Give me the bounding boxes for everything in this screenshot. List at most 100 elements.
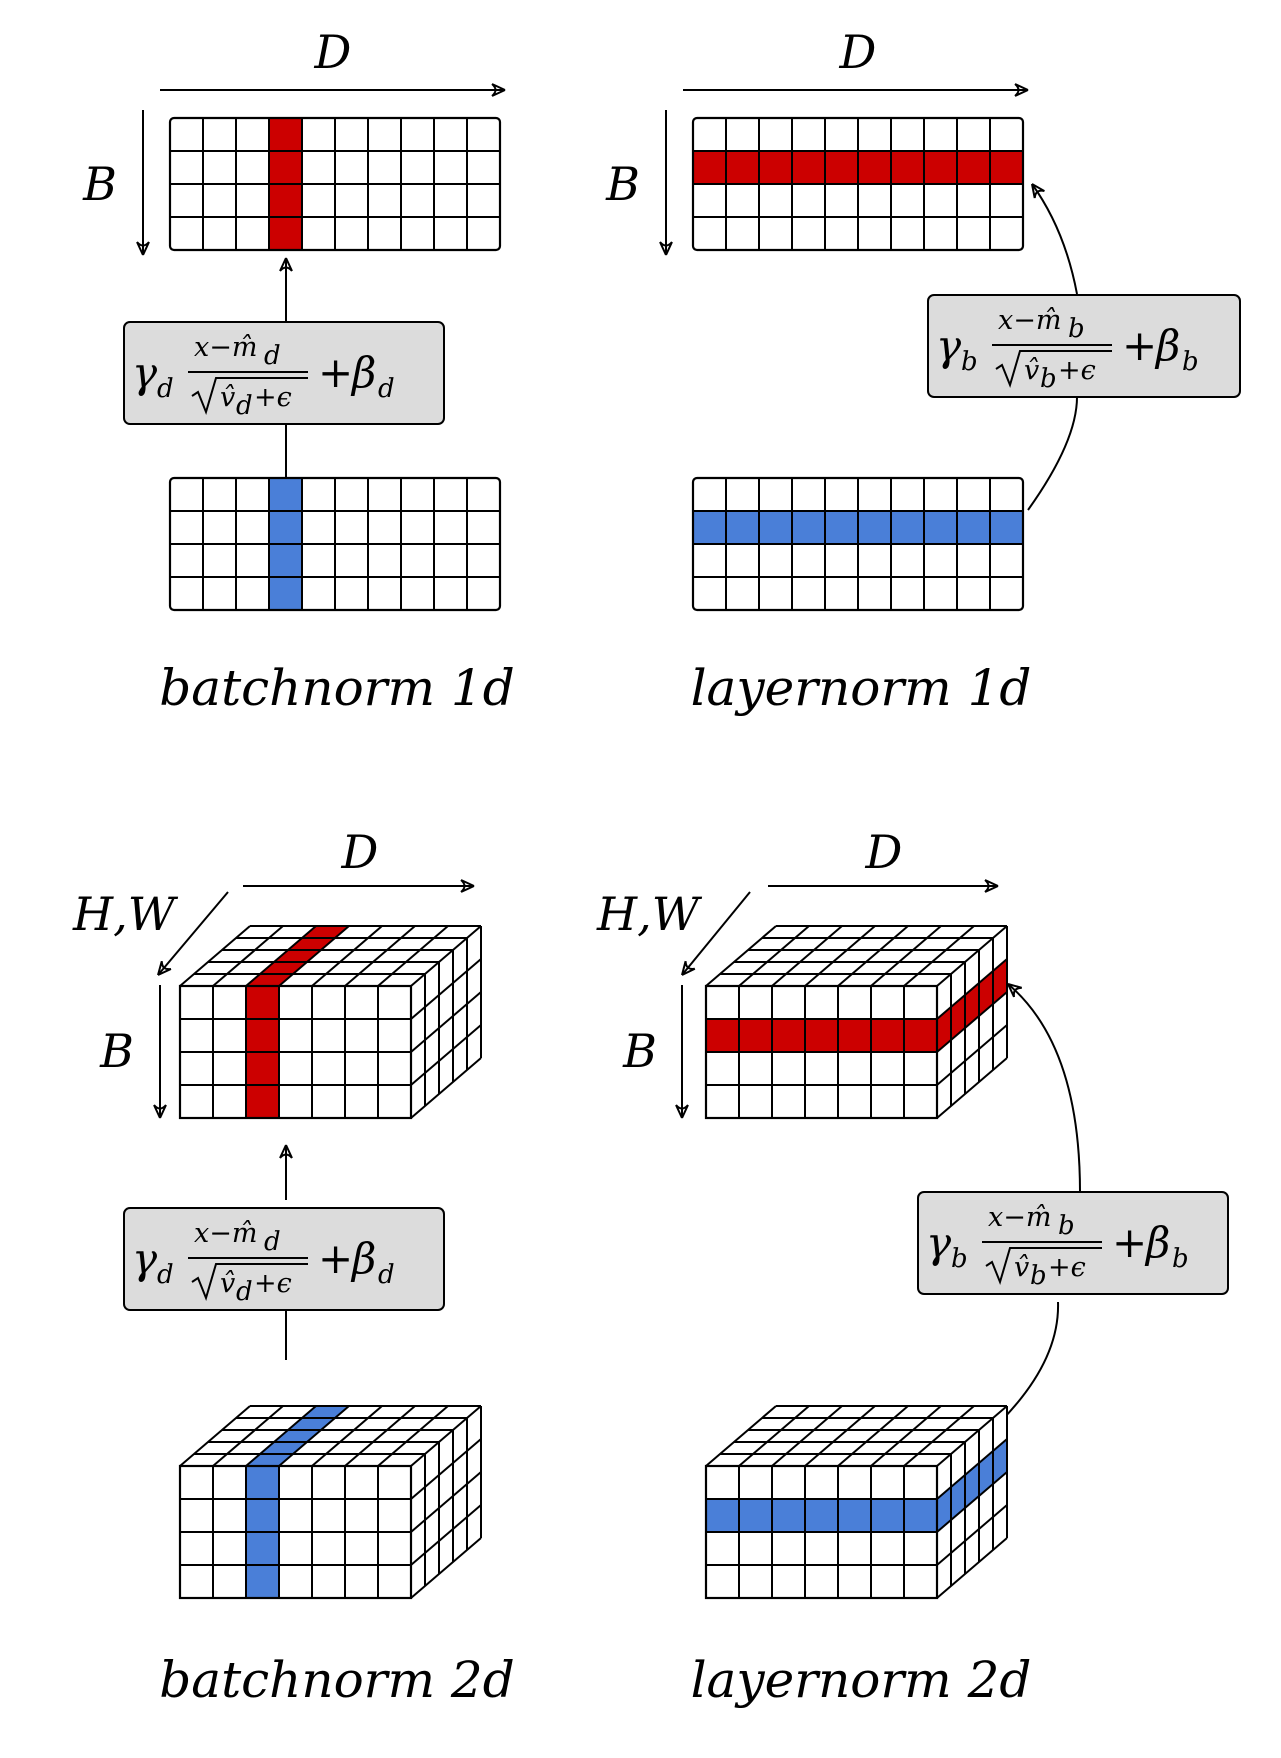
top-grid-line — [179, 1405, 251, 1467]
input-grid — [168, 476, 502, 612]
caption-layernorm-1d: layernorm 1d — [691, 659, 1032, 717]
output-cube — [704, 925, 1008, 1120]
highlight-side — [937, 959, 1007, 1052]
formula-beta: β — [350, 348, 376, 397]
output-grid — [168, 116, 502, 252]
top-grid-line — [837, 1405, 909, 1467]
formula-epsilon: +ϵ — [254, 1268, 292, 1299]
formula-epsilon: +ϵ — [1048, 1252, 1086, 1283]
formula-gamma-subscript: d — [157, 374, 174, 404]
output-cube — [178, 925, 482, 1120]
side-grid-line — [410, 1471, 482, 1533]
top-grid-line — [212, 1405, 284, 1467]
top-grid-line — [705, 925, 777, 987]
formula-numerator-subscript: d — [264, 341, 281, 371]
sqrt-sign — [985, 1247, 1102, 1286]
side-grid-line — [936, 1057, 1008, 1119]
input-cube — [704, 1405, 1008, 1600]
top-grid-line — [903, 1405, 975, 1467]
formula-plus: + — [318, 348, 353, 397]
highlight-side — [937, 1439, 1007, 1532]
hw-axis-label: H,W — [72, 887, 179, 941]
formula-beta: β — [350, 1234, 376, 1283]
side-grid-line — [936, 1024, 1008, 1086]
formula-gamma: γ — [132, 348, 158, 397]
formula-epsilon: +ϵ — [254, 382, 292, 413]
top-grid-line — [771, 925, 843, 987]
top-grid-line — [377, 925, 449, 987]
formula-beta-subscript: b — [1182, 347, 1199, 377]
top-grid-line — [344, 925, 416, 987]
hw-axis-arrow — [681, 891, 751, 976]
front-outline — [178, 1464, 413, 1600]
formula-numerator: x−m̂ — [194, 1218, 257, 1249]
formula-gamma: γ — [132, 1234, 158, 1283]
grid-outline — [691, 476, 1025, 612]
formula-denominator-subscript: b — [1030, 1261, 1047, 1291]
side-grid-line — [410, 1438, 482, 1500]
top-grid-line — [738, 925, 810, 987]
top-grid-line — [344, 1405, 416, 1467]
flow-curve-upper — [1031, 183, 1078, 295]
top-grid-line — [936, 1405, 1008, 1467]
b-axis-label: B — [605, 157, 640, 211]
sqrt-sign — [995, 350, 1112, 389]
formula-denominator: v̂ — [220, 1268, 235, 1299]
top-grid-line — [311, 925, 383, 987]
b-axis-label: B — [99, 1024, 134, 1078]
top-grid-line — [870, 1405, 942, 1467]
side-grid-line — [410, 958, 482, 1020]
formula-gamma-subscript: b — [951, 1244, 968, 1274]
side-grid-line — [936, 1537, 1008, 1599]
top-grid-line — [903, 925, 975, 987]
formula-numerator: x−m̂ — [998, 305, 1061, 336]
top-grid-line — [245, 1405, 317, 1467]
b-axis-label: B — [82, 157, 117, 211]
input-grid — [691, 476, 1025, 612]
top-grid-line — [410, 925, 482, 987]
formula-numerator-subscript: b — [1068, 314, 1085, 344]
hw-axis-arrow — [157, 891, 229, 976]
top-grid-line — [837, 925, 909, 987]
side-grid-line — [936, 958, 1008, 1020]
formula-numerator-subscript: d — [264, 1227, 281, 1257]
output-grid — [691, 116, 1025, 252]
side-grid-line — [410, 991, 482, 1053]
side-grid-line — [410, 1024, 482, 1086]
formula-numerator: x−m̂ — [194, 332, 257, 363]
top-grid-line — [179, 925, 251, 987]
hw-axis-label: H,W — [596, 887, 703, 941]
formula-numerator: x−m̂ — [988, 1202, 1051, 1233]
side-grid-line — [410, 1057, 482, 1119]
d-axis-label: D — [865, 825, 903, 879]
top-grid-line — [870, 925, 942, 987]
formula-plus: + — [1122, 321, 1157, 370]
side-grid-line — [936, 1504, 1008, 1566]
top-face — [706, 1406, 1007, 1466]
top-face — [706, 926, 1007, 986]
top-grid-line — [804, 1405, 876, 1467]
side-grid-line — [410, 1504, 482, 1566]
highlight-top — [246, 1406, 349, 1466]
formula-gamma: γ — [926, 1218, 952, 1267]
top-grid-line — [278, 1405, 350, 1467]
front-outline — [704, 984, 939, 1120]
top-grid-line — [212, 925, 284, 987]
front-outline — [704, 1464, 939, 1600]
caption-layernorm-2d: layernorm 2d — [691, 1651, 1032, 1709]
top-face — [180, 926, 481, 986]
formula-plus: + — [1112, 1218, 1147, 1267]
d-axis-label: D — [839, 25, 877, 79]
flow-curve-upper — [1007, 983, 1081, 1193]
formula-denominator: v̂ — [1024, 355, 1039, 386]
top-grid-line — [936, 925, 1008, 987]
side-grid-line — [936, 1438, 1008, 1500]
side-grid-line — [410, 1537, 482, 1599]
